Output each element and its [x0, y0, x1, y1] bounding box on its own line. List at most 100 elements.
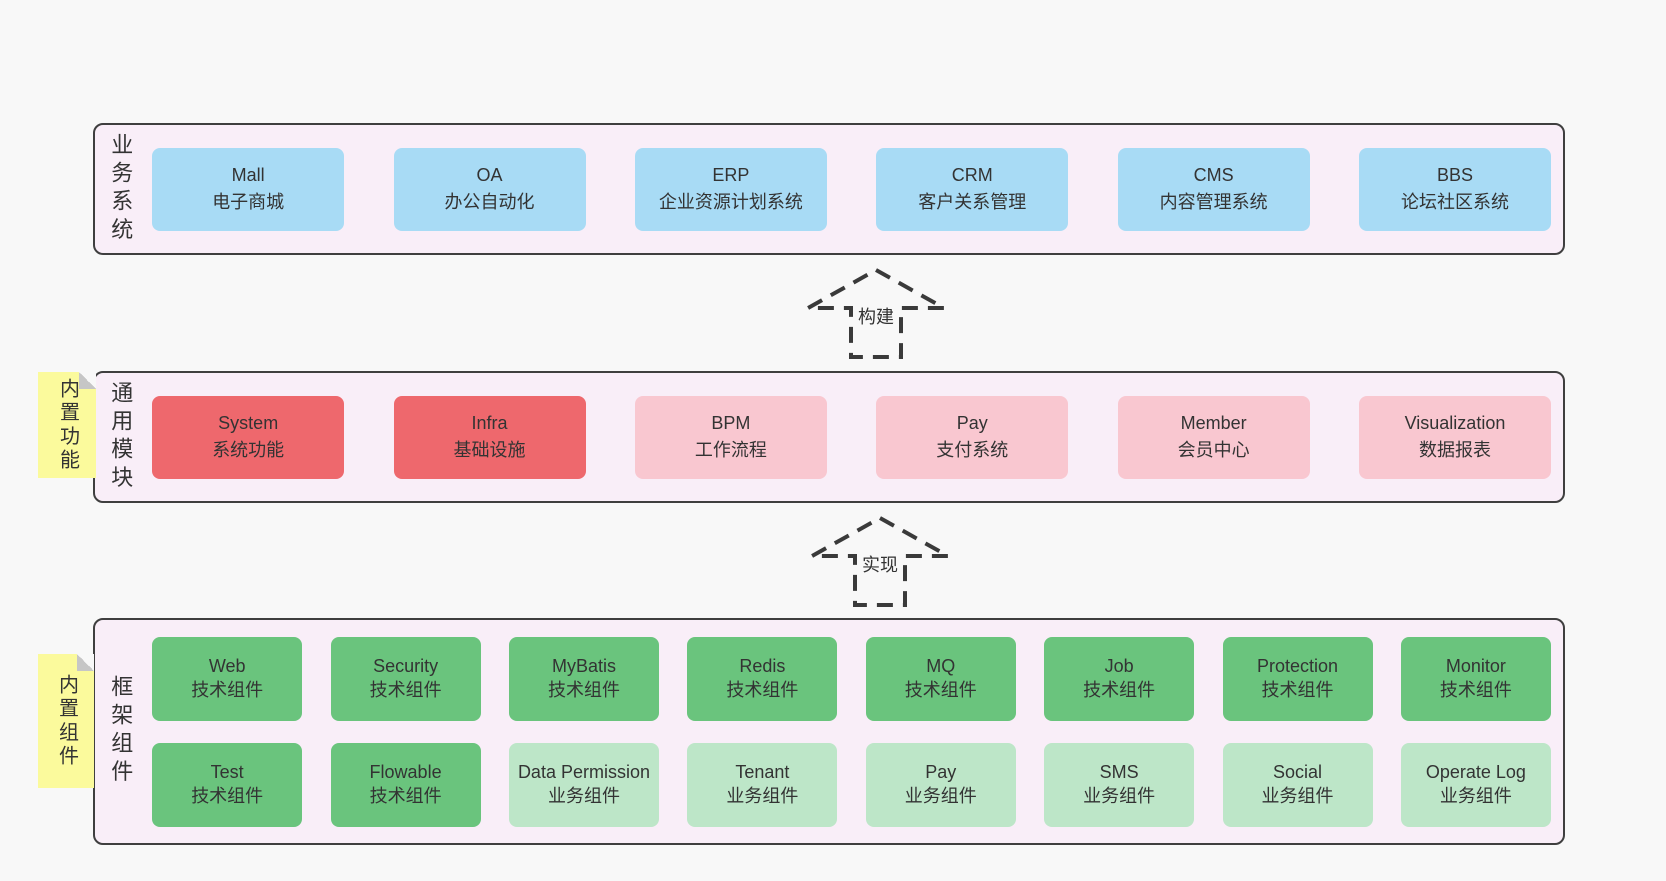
module-box-data-permission: Data Permission 业务组件 [508, 742, 659, 827]
module-row: Mall 电子商城 OA 办公自动化 ERP 企业资源计划系统 CRM 客户关系管理 CMS 内容… [152, 147, 1551, 231]
module-title: Protection [1257, 655, 1339, 676]
module-title: Visualization [1404, 413, 1506, 433]
section-business-systems: 业务系统 Mall 电子商城 OA 办公自动化 ERP 企业资源计划系统 CRM 客户关系管理… [93, 123, 1565, 255]
module-subtitle: 工作流程 [694, 440, 767, 460]
module-box-mq: MQ 技术组件 [865, 636, 1016, 721]
section-label: 框架组件 [108, 675, 134, 788]
module-subtitle: 系统功能 [212, 440, 285, 460]
module-subtitle: 技术组件 [547, 679, 620, 700]
module-title: MQ [926, 655, 956, 676]
module-subtitle: 业务组件 [1083, 785, 1156, 806]
section-label: 业务系统 [108, 132, 134, 246]
module-subtitle: 业务组件 [726, 785, 799, 806]
module-subtitle: 技术组件 [369, 679, 442, 700]
module-title: Web [208, 655, 246, 676]
section-common-modules: 通用模块 System 系统功能 Infra 基础设施 BPM 工作流程 Pay 支付系统 Me… [93, 371, 1565, 503]
module-title: Member [1180, 413, 1247, 433]
module-title: Data Permission [517, 761, 650, 782]
module-title: ERP [712, 165, 750, 185]
module-subtitle: 业务组件 [1261, 785, 1334, 806]
module-box-redis: Redis 技术组件 [687, 636, 838, 721]
arrow-label: 实现 [858, 550, 902, 578]
section-rows: Mall 电子商城 OA 办公自动化 ERP 企业资源计划系统 CRM 客户关系管理 CMS 内容… [152, 147, 1551, 231]
module-title: Social [1273, 761, 1323, 782]
module-box-system: System 系统功能 [152, 395, 345, 479]
module-title: BBS [1436, 165, 1473, 185]
module-subtitle: 基础设施 [453, 440, 526, 460]
module-title: Operate Log [1425, 761, 1526, 782]
module-subtitle: 技术组件 [1261, 679, 1334, 700]
build-arrow: 构建 [806, 266, 946, 360]
module-subtitle: 业务组件 [547, 785, 620, 806]
module-subtitle: 数据报表 [1418, 440, 1491, 460]
implement-arrow: 实现 [810, 514, 950, 608]
module-title: Test [210, 761, 244, 782]
module-title: CRM [951, 165, 993, 185]
module-box-mybatis: MyBatis 技术组件 [508, 636, 659, 721]
module-title: Job [1104, 655, 1134, 676]
module-subtitle: 内容管理系统 [1159, 192, 1268, 212]
module-subtitle: 客户关系管理 [918, 192, 1027, 212]
module-box-operate-log: Operate Log 业务组件 [1400, 742, 1551, 827]
module-box-pay: Pay 支付系统 [876, 395, 1069, 479]
module-subtitle: 技术组件 [1083, 679, 1156, 700]
sticky-note-builtin-features: 内置功能 [38, 372, 96, 478]
module-box-oa: OA 办公自动化 [393, 147, 586, 231]
module-box-protection: Protection 技术组件 [1222, 636, 1373, 721]
module-box-security: Security 技术组件 [330, 636, 481, 721]
section-label: 通用模块 [108, 380, 134, 494]
module-subtitle: 支付系统 [936, 440, 1009, 460]
module-box-tenant: Tenant 业务组件 [687, 742, 838, 827]
module-box-mall: Mall 电子商城 [152, 147, 345, 231]
module-title: Flowable [369, 761, 442, 782]
module-title: Pay [925, 761, 957, 782]
module-title: SMS [1099, 761, 1139, 782]
arrow-label: 构建 [854, 302, 898, 330]
module-box-visualization: Visualization 数据报表 [1358, 395, 1551, 479]
module-title: Mall [231, 165, 265, 185]
module-title: MyBatis [551, 655, 616, 676]
sticky-note-builtin-components: 内置组件 [38, 654, 94, 788]
sticky-note-label: 内置组件 [55, 673, 78, 769]
module-title: Pay [956, 413, 988, 433]
module-box-web: Web 技术组件 [152, 636, 303, 721]
module-box-bbs: BBS 论坛社区系统 [1358, 147, 1551, 231]
module-box-infra: Infra 基础设施 [393, 395, 586, 479]
up-arrow-icon [806, 267, 946, 359]
module-subtitle: 技术组件 [726, 679, 799, 700]
module-title: Infra [471, 413, 508, 433]
module-subtitle: 业务组件 [1439, 785, 1512, 806]
module-title: CMS [1193, 165, 1234, 185]
module-subtitle: 技术组件 [904, 679, 977, 700]
up-arrow-icon [810, 515, 950, 607]
module-subtitle: 技术组件 [191, 679, 264, 700]
module-subtitle: 论坛社区系统 [1400, 192, 1509, 212]
module-title: System [218, 413, 279, 433]
module-title: OA [476, 165, 503, 185]
module-title: Monitor [1445, 655, 1506, 676]
module-title: Redis [739, 655, 786, 676]
module-box-erp: ERP 企业资源计划系统 [634, 147, 827, 231]
module-subtitle: 业务组件 [904, 785, 977, 806]
module-box-sms: SMS 业务组件 [1044, 742, 1195, 827]
module-box-pay: Pay 业务组件 [865, 742, 1016, 827]
module-subtitle: 电子商城 [212, 192, 285, 212]
module-box-job: Job 技术组件 [1044, 636, 1195, 721]
module-subtitle: 办公自动化 [444, 192, 535, 212]
module-box-bpm: BPM 工作流程 [634, 395, 827, 479]
module-subtitle: 企业资源计划系统 [658, 192, 803, 212]
module-title: Security [373, 655, 439, 676]
module-box-crm: CRM 客户关系管理 [876, 147, 1069, 231]
module-title: Tenant [735, 761, 790, 782]
module-title: BPM [711, 413, 751, 433]
